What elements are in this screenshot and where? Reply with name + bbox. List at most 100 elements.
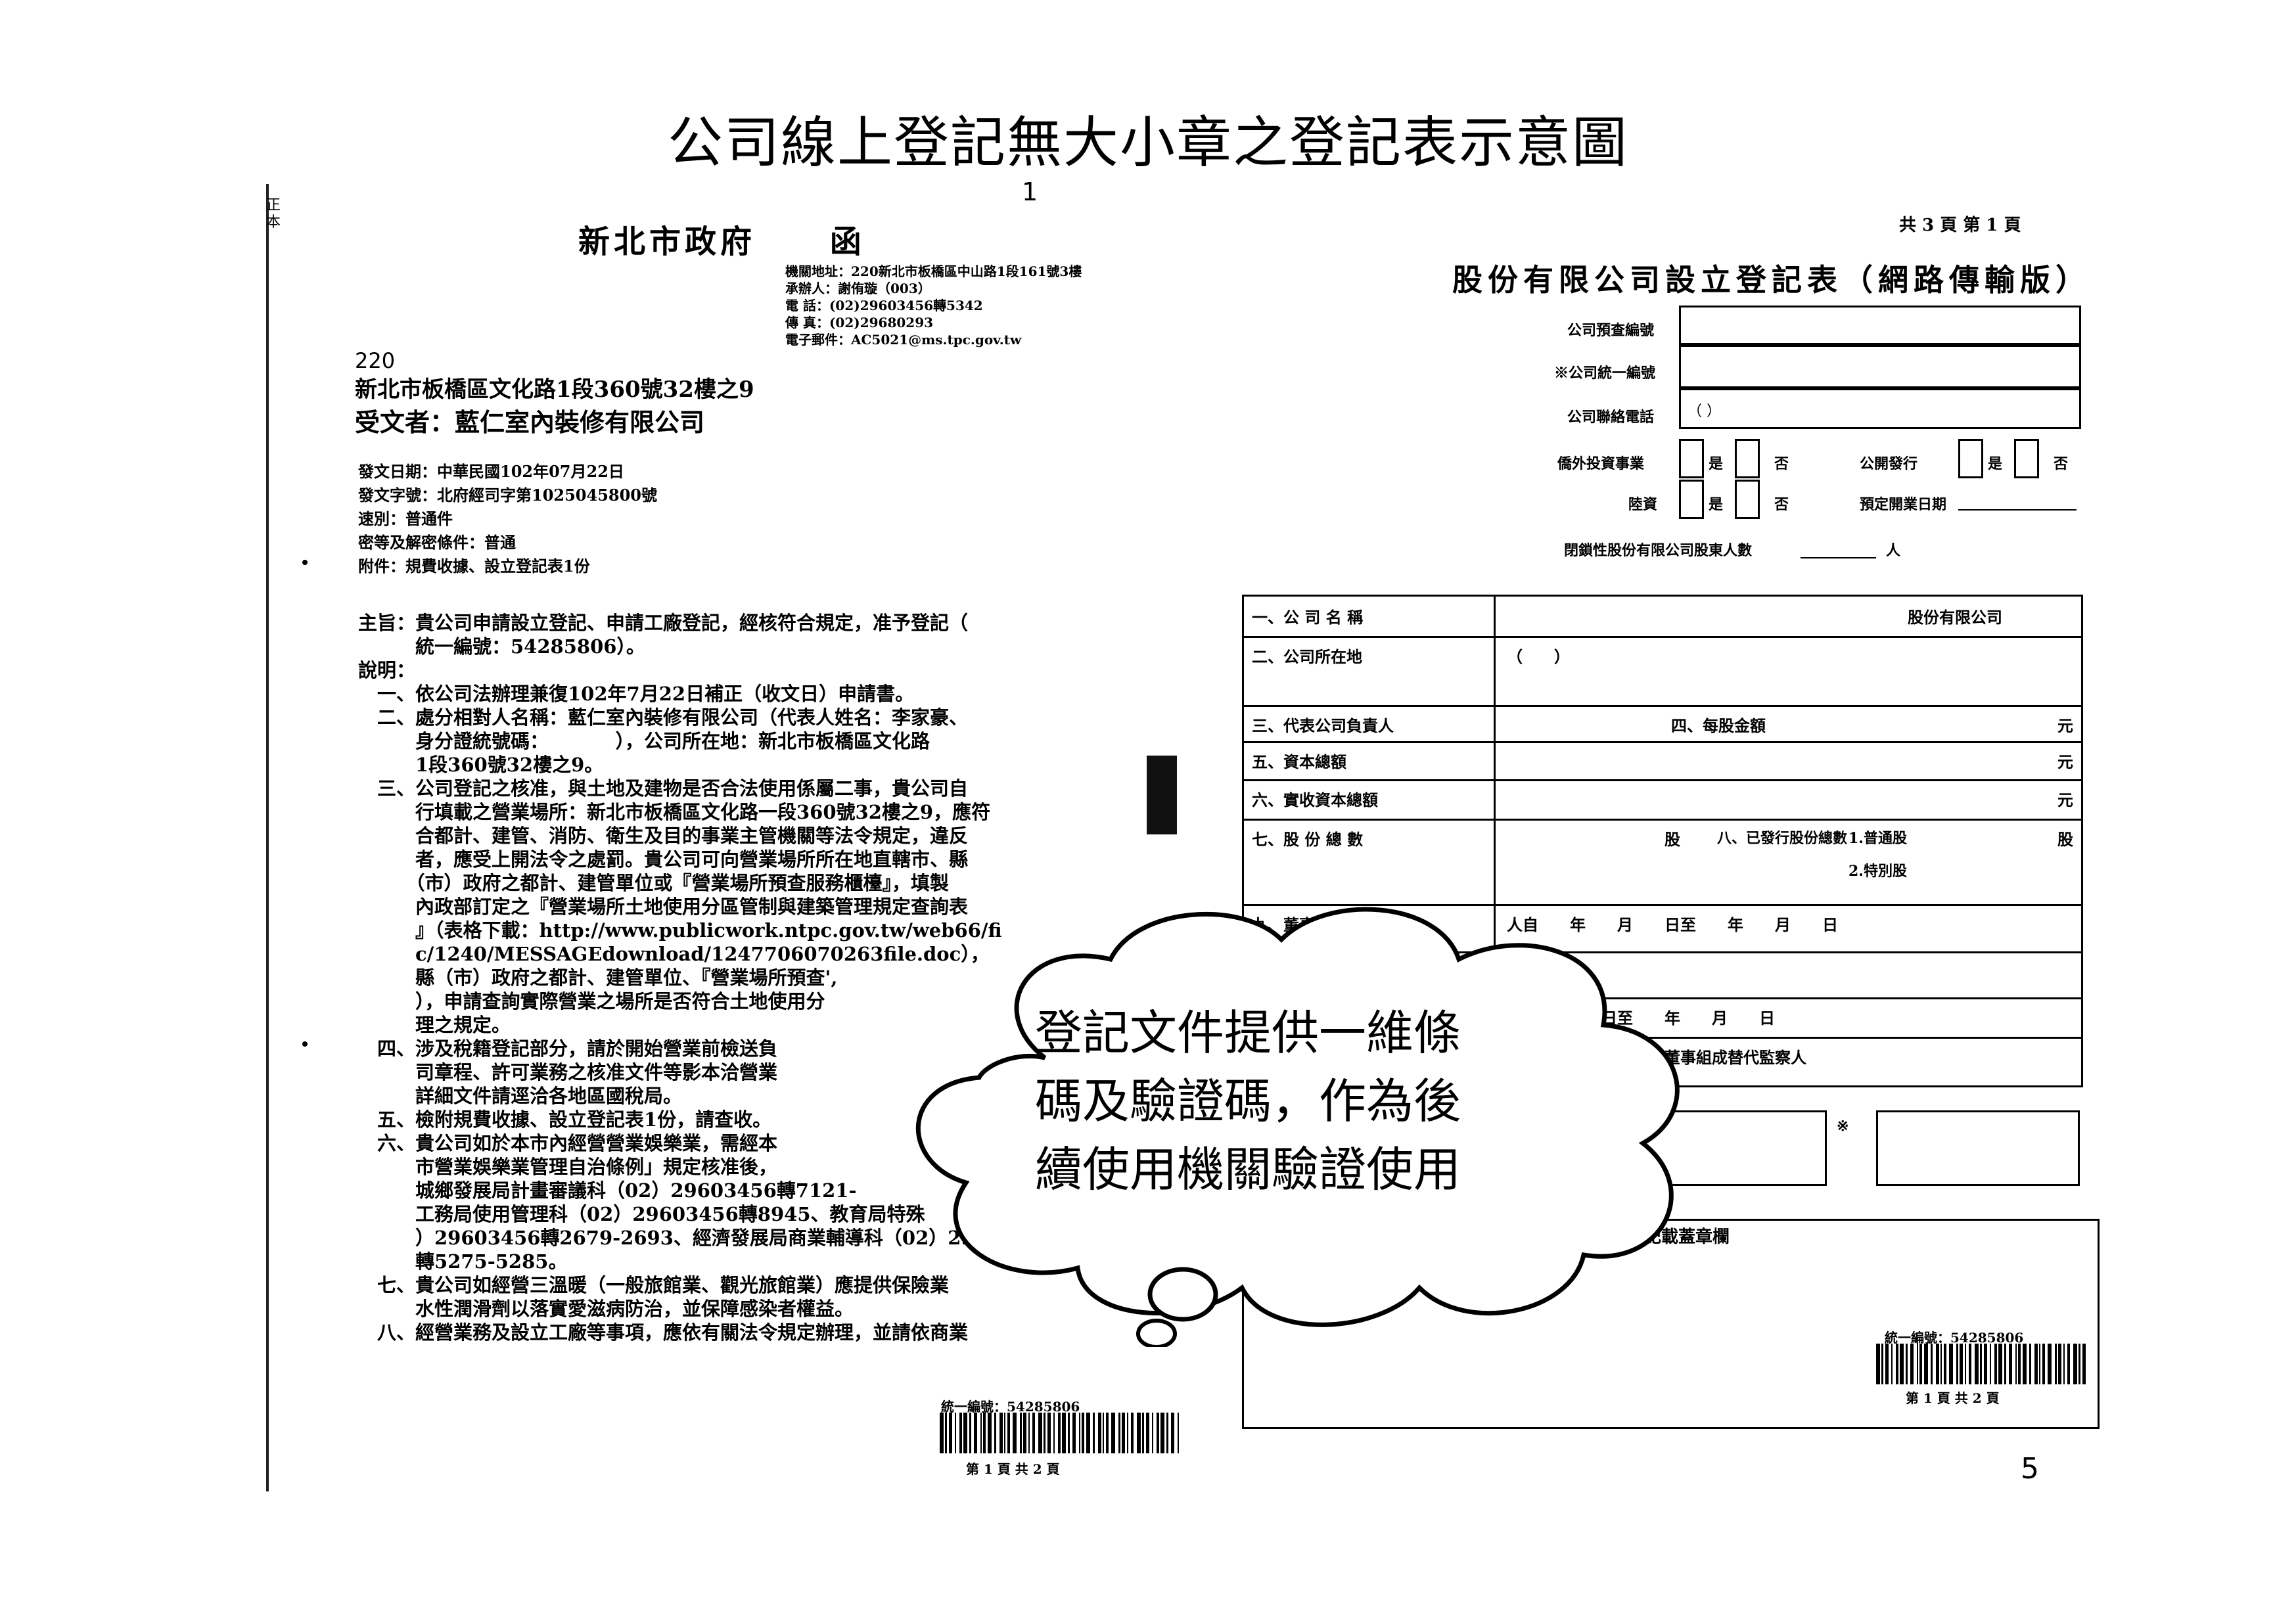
- contact-line: 傳 真：(02)29680293: [785, 315, 934, 330]
- barcode-bar: [988, 1413, 992, 1453]
- public-yes-box[interactable]: [1958, 439, 1983, 478]
- barcode-bar: [1949, 1344, 1953, 1384]
- grid-row-line: [1244, 904, 2081, 906]
- grid-row-value: 人自 年 月 日至 年 月 日: [1507, 915, 1838, 934]
- barcode-bar: [1032, 1413, 1035, 1453]
- grid-row-line: [1244, 779, 2081, 781]
- public-yes: 是: [1988, 455, 2003, 472]
- government-name: 新北市政府: [578, 223, 756, 260]
- barcode-bar: [949, 1413, 952, 1453]
- grid-row-value: 四、每股金額: [1671, 716, 1766, 735]
- letter-barcode-label: 統一編號：54285806: [941, 1399, 1080, 1415]
- barcode-bar: [2073, 1344, 2077, 1384]
- body-line: 1段360號32樓之9。: [358, 754, 604, 776]
- barcode-bar: [963, 1413, 967, 1453]
- barcode-bar: [940, 1413, 944, 1453]
- contact-line: 機關地址：220新北市板橋區中山路1段161號3樓: [785, 263, 1082, 279]
- barcode-bar: [1917, 1344, 1918, 1384]
- body-line: 行填載之營業場所：新北市板橋區文化路一段360號32樓之9，應符: [358, 801, 991, 823]
- mainland-no-box[interactable]: [1735, 480, 1760, 519]
- grid-row-value: 股份有限公司: [1908, 608, 2002, 627]
- body-line: 七、貴公司如經營三溫暖（一般旅館業、觀光旅館業）應提供保險業: [358, 1274, 950, 1296]
- grid-row-line: [1244, 997, 2081, 999]
- barcode-bar: [1160, 1413, 1164, 1453]
- barcode-bar: [1940, 1344, 1942, 1384]
- barcode-bar: [1980, 1344, 1982, 1384]
- grid-row-line: [1244, 951, 2081, 953]
- phone-input[interactable]: （ ）: [1679, 388, 2081, 429]
- body-line: 八、經營業務及設立工廠等事項，應依有關法令規定辦理，並請依商業: [358, 1321, 969, 1344]
- grid-row-value: 股: [1665, 830, 1680, 849]
- meta-line: 發文日期：中華民國102年07月22日: [358, 462, 624, 481]
- body-line: 水性潤滑劑以落實愛滋病防治，並保障感染者權益。: [358, 1298, 854, 1320]
- barcode-bar: [1127, 1413, 1128, 1453]
- body-line: 一、依公司法辦理兼復102年7月22日補正（收文日）申請書。: [358, 683, 915, 705]
- grid-row-unit: 元: [2057, 790, 2073, 809]
- grid-divider: [1494, 597, 1496, 1089]
- grid-row-label: 三、代表公司負責人: [1252, 716, 1394, 735]
- barcode-bar: [2082, 1344, 2086, 1384]
- lower-right-box[interactable]: [1876, 1110, 2080, 1186]
- grid-row-label: 六、實收資本總額: [1252, 790, 1378, 809]
- page-number: 5: [2021, 1452, 2039, 1486]
- barcode-bar: [2078, 1344, 2080, 1384]
- barcode-bar: [1885, 1344, 1889, 1384]
- barcode-bar: [1906, 1344, 1908, 1384]
- callout-text: 登記文件提供一維條 碼及驗證碼，作為後 續使用機關驗證使用: [1035, 999, 1626, 1204]
- barcode-bar: [959, 1413, 962, 1453]
- body-line: 市營業娛樂業管理自治條例」規定核准後，: [358, 1156, 778, 1178]
- form-barcode: [1876, 1344, 2086, 1384]
- barcode-bar: [1146, 1413, 1149, 1453]
- barcode-bar: [1044, 1413, 1045, 1453]
- barcode-bar: [2055, 1344, 2057, 1384]
- overseas-yes-box[interactable]: [1679, 439, 1704, 478]
- barcode-bar: [1994, 1344, 1997, 1384]
- body-line: 四、涉及稅籍登記部分，請於開始營業前檢送負: [358, 1037, 778, 1060]
- barcode-bar: [1166, 1413, 1168, 1453]
- barcode-bar: [2004, 1344, 2006, 1384]
- body-line: 詳細文件請逕洽各地區國稅局。: [358, 1085, 683, 1107]
- barcode-bar: [974, 1413, 977, 1453]
- barcode-bar: [2029, 1344, 2031, 1384]
- barcode-bar: [1013, 1413, 1017, 1453]
- grid-row-line: [1244, 705, 2081, 707]
- grid-row-unit: 元: [2057, 752, 2073, 771]
- mainland-no: 否: [1774, 496, 1789, 513]
- margin-dot: [302, 560, 308, 565]
- barcode-bar: [1876, 1344, 1880, 1384]
- body-line: c/1240/MESSAGEdownload/1247706070263file…: [358, 943, 990, 965]
- barcode-bar: [1881, 1344, 1883, 1384]
- barcode-bar: [1111, 1413, 1115, 1453]
- barcode-bar: [955, 1413, 956, 1453]
- body-line: 五、檢附規費收據、設立登記表1份，請查收。: [358, 1108, 772, 1131]
- recipient-address: 新北市板橋區文化路1段360號32樓之9: [355, 376, 754, 403]
- barcode-bar: [1944, 1344, 1946, 1384]
- barcode-bar: [1178, 1413, 1179, 1453]
- barcode-bar: [1998, 1344, 2002, 1384]
- prereg-input[interactable]: [1679, 306, 2081, 345]
- barcode-bar: [1062, 1413, 1066, 1453]
- body-line: 』（表格下載：http://www.publicwork.ntpc.gov.tw…: [358, 919, 1002, 942]
- letter-meta: 發文日期：中華民國102年07月22日 發文字號：北府經司字第102504580…: [358, 460, 657, 578]
- body-line: 二、處分相對人名稱：藍仁室內裝修有限公司（代表人姓名：李家豪、: [358, 706, 969, 729]
- field-label-phone: 公司聯絡電話: [1567, 409, 1655, 426]
- letter-body: 主旨：貴公司申請設立登記、申請工廠登記，經核符合規定，准予登記（ 統一編號：54…: [358, 611, 1173, 1344]
- meta-line: 發文字號：北府經司字第1025045800號: [358, 486, 657, 505]
- barcode-bar: [1007, 1413, 1010, 1453]
- body-line: ），申請查詢實際營業之場所是否符合土地使用分: [358, 990, 825, 1012]
- public-label: 公開發行: [1860, 455, 1918, 472]
- barcode-bar: [994, 1413, 996, 1453]
- mainland-yes-box[interactable]: [1679, 480, 1704, 519]
- fixed-date-line: [1958, 509, 2077, 511]
- overseas-no-box[interactable]: [1735, 439, 1760, 478]
- barcode-bar: [1131, 1413, 1134, 1453]
- body-line: 理之規定。: [358, 1014, 511, 1036]
- contact-line: 承辦人：謝侑璇（003）: [785, 281, 931, 296]
- taxid-input[interactable]: [1679, 345, 2081, 388]
- body-line: 縣（市）政府之都計、建管單位、『營業場所預查',: [358, 966, 838, 989]
- doc-type: 函: [829, 223, 865, 260]
- callout-line: 續使用機關驗證使用: [1035, 1142, 1461, 1197]
- public-no-box[interactable]: [2014, 439, 2039, 478]
- barcode-bar: [1098, 1413, 1101, 1453]
- grid-row-unit: 元: [2057, 716, 2073, 735]
